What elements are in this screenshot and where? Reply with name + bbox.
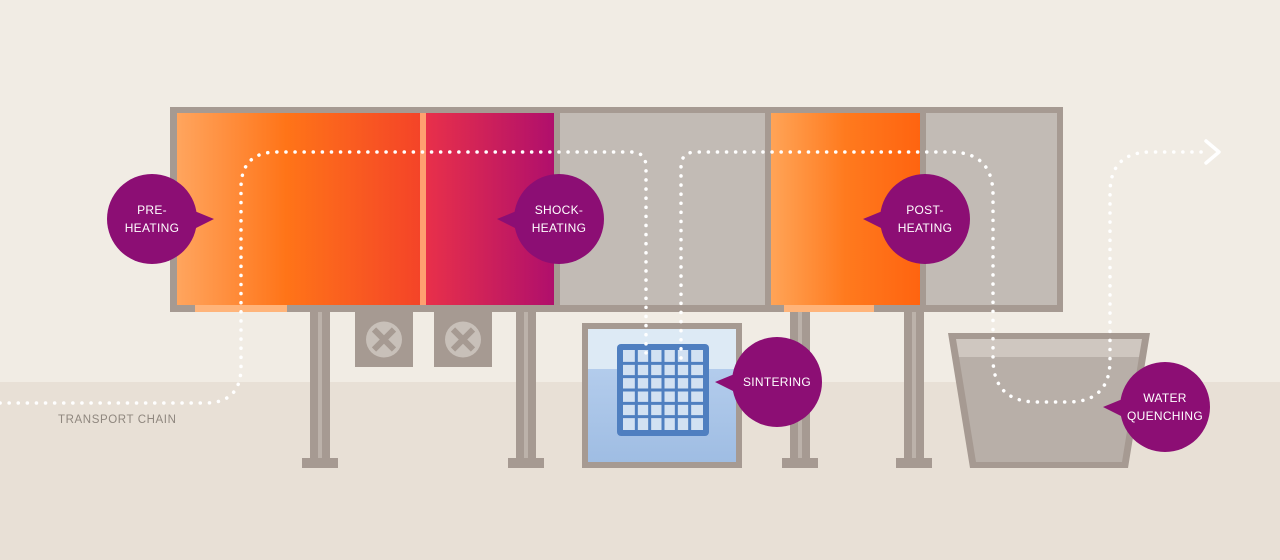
fan-unit-right	[434, 312, 492, 367]
postheating-label: POST- HEATING	[897, 203, 953, 235]
sintering-bubble	[715, 337, 822, 427]
preheating-chamber	[177, 113, 420, 305]
fan-unit-left	[355, 312, 413, 367]
quench-tank	[948, 333, 1150, 468]
postheating-glow	[784, 305, 874, 312]
sintering-label: SINTERING	[742, 375, 812, 389]
shockheating-bubble	[497, 174, 604, 264]
transport-arrow-head	[1204, 139, 1221, 165]
preheating-glow	[195, 305, 287, 312]
transport-chain-path	[0, 150, 1208, 405]
water-quenching-label: WATER QUENCHING	[1126, 391, 1204, 423]
water-quenching-bubble	[1103, 362, 1210, 452]
basket-grid-lines	[623, 350, 703, 430]
preheating-bubble	[107, 174, 214, 264]
transport-chain-label: TRANSPORT CHAIN	[58, 414, 177, 426]
sintering-basket	[617, 344, 709, 436]
chamber-divider	[420, 113, 426, 305]
preheating-label: PRE- HEATING	[124, 203, 180, 235]
postheating-bubble	[863, 174, 970, 264]
shockheating-label: SHOCK- HEATING	[531, 203, 587, 235]
